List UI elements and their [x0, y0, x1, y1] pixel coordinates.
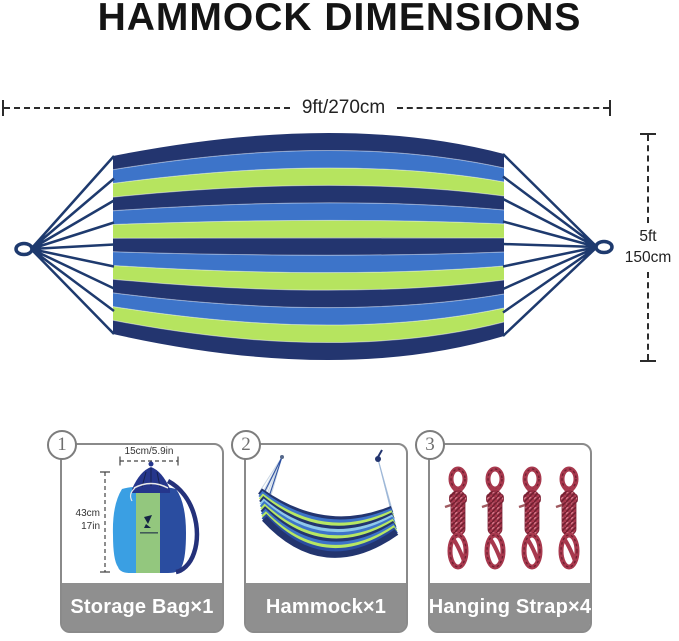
rope-hank — [555, 466, 580, 570]
item-number-badge: 3 — [415, 430, 445, 460]
dashed-line — [647, 271, 649, 360]
height-label-ft: 5ft — [639, 228, 657, 246]
item-box-storage-bag: 1 15cm/5.9in 43cm 17in — [47, 430, 224, 633]
hammock-fabric-stripes — [112, 132, 505, 361]
stripe-blue — [113, 150, 504, 184]
bag-width-end-caps — [119, 456, 179, 466]
height-dimension-line: 5ft 150cm — [625, 133, 671, 362]
rope-hank — [481, 466, 506, 570]
hammock-diagram — [14, 132, 614, 361]
hammock-knot — [375, 456, 381, 462]
hanging-straps-illustration — [444, 466, 580, 570]
item-label-storage-bag: Storage Bag×1 — [62, 583, 222, 631]
brand-logo-icon — [140, 515, 158, 534]
right-hanging-ring — [594, 239, 614, 255]
stripe-navy — [113, 279, 504, 308]
width-dimension-label: 9ft/270cm — [301, 96, 386, 118]
item-label-hammock: Hammock×1 — [246, 583, 406, 631]
left-hanging-ring — [14, 241, 34, 257]
stripe-navy — [113, 185, 504, 211]
dashed-line — [397, 106, 609, 109]
drawstring-bag — [112, 461, 200, 575]
bag-width-annotation: 15cm/5.9in — [125, 446, 174, 457]
stripe-green — [113, 220, 504, 239]
dimension-end-cap — [2, 99, 4, 116]
stripe-navy — [113, 320, 504, 361]
storage-bag-content: 15cm/5.9in 43cm 17in — [62, 445, 222, 583]
dashed-line — [4, 106, 290, 109]
right-suspension-cords — [502, 153, 598, 337]
stripe-blue — [113, 292, 504, 326]
dashed-line — [647, 135, 649, 224]
included-items-row: 1 15cm/5.9in 43cm 17in — [47, 430, 592, 633]
height-label-cm: 150cm — [624, 248, 672, 266]
stripe-green — [113, 265, 504, 291]
width-dimension-line: 9ft/270cm — [2, 96, 611, 118]
hammock-knot-stub — [377, 449, 383, 458]
storage-bag-illustration: 15cm/5.9in 43cm 17in — [76, 446, 200, 575]
stripe-separators — [112, 149, 505, 344]
stripe-blue — [113, 251, 504, 273]
hanging-hammock-illustration — [258, 449, 399, 558]
item-box-hammock: 2 — [231, 430, 408, 633]
rope-hank — [518, 466, 543, 570]
hammock-fabric — [258, 488, 399, 558]
bag-height-annotation-in: 17in — [81, 521, 100, 532]
bag-height-end-caps — [100, 471, 110, 573]
height-dimension-label: 5ft 150cm — [625, 223, 672, 271]
hanging-strap-content — [430, 445, 590, 583]
bag-height-annotation-cm: 43cm — [76, 508, 100, 519]
dimension-end-cap — [640, 133, 656, 135]
item-number-badge: 2 — [231, 430, 261, 460]
page-title: HAMMOCK DIMENSIONS — [97, 0, 582, 39]
hammock-content — [246, 445, 406, 583]
left-suspension-cords — [30, 155, 115, 335]
stripe-green — [113, 306, 504, 343]
dimension-end-cap — [640, 360, 656, 362]
dimension-end-cap — [609, 99, 611, 116]
bag-strap — [166, 479, 200, 575]
item-label-hanging-strap: Hanging Strap×4 — [429, 583, 591, 631]
item-box-hanging-strap: 3 — [415, 430, 592, 633]
stripe-green — [113, 167, 504, 198]
hammock-left-gather — [280, 455, 284, 459]
rope-hank — [444, 466, 469, 570]
stripe-blue — [113, 202, 504, 225]
stripe-navy — [113, 237, 504, 256]
stripe-navy — [113, 132, 504, 170]
item-number-badge: 1 — [47, 430, 77, 460]
